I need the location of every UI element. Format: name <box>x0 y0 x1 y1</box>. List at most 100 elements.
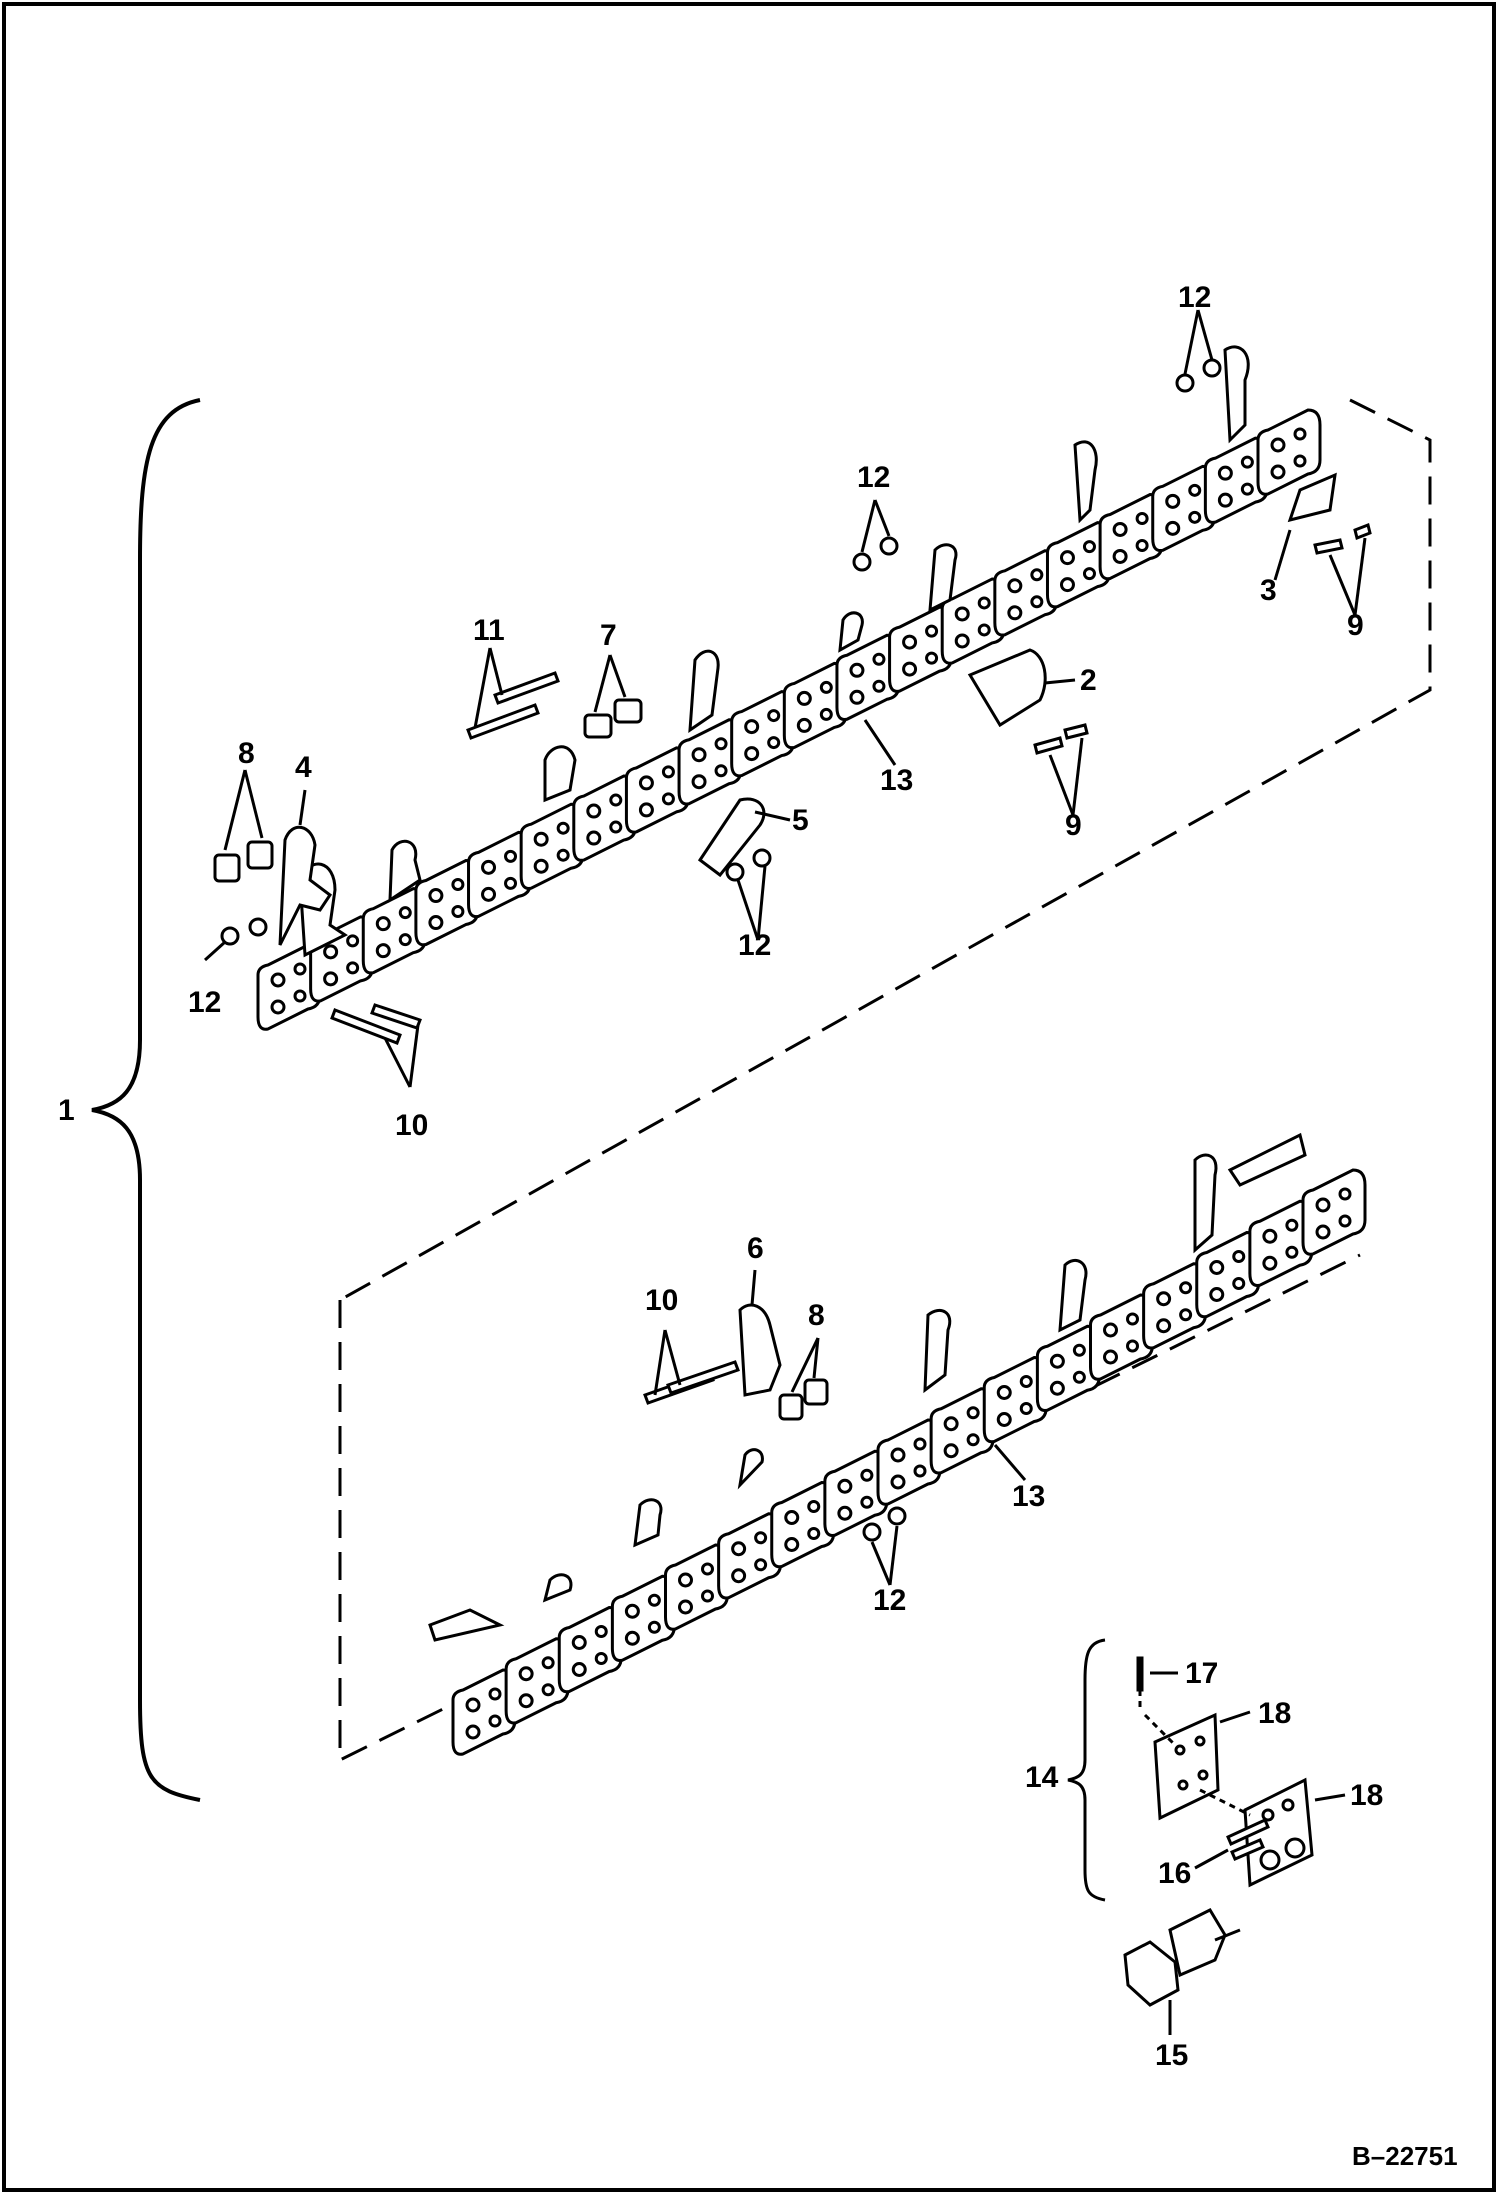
link-hole <box>1217 465 1233 481</box>
bolt-part-9 <box>1313 538 1344 555</box>
link-hole <box>1007 578 1023 594</box>
link-hole <box>837 1505 853 1521</box>
link-hole <box>1209 1287 1225 1302</box>
link-hole <box>1285 1245 1299 1259</box>
callout-3: 3 <box>1260 574 1277 607</box>
link-hole <box>346 961 360 975</box>
link-hole <box>678 1572 693 1588</box>
link-hole <box>533 858 549 874</box>
link-hole <box>375 943 391 959</box>
link-hole <box>1262 1228 1278 1244</box>
link-hole <box>647 1593 661 1607</box>
callout-13-upper: 13 <box>880 764 913 797</box>
link-hole <box>481 859 497 875</box>
lower-tooth <box>1058 1259 1088 1333</box>
link-hole <box>1293 454 1307 468</box>
link-hole <box>504 849 518 863</box>
link-hole <box>1270 437 1286 453</box>
callout-12-left: 12 <box>188 986 221 1019</box>
link-hole <box>1072 1343 1086 1357</box>
upper-chain-link <box>1256 408 1322 496</box>
upper-tooth <box>688 649 720 733</box>
kit-leader-dashed <box>1143 1713 1177 1747</box>
callout-17: 17 <box>1185 1657 1218 1690</box>
link-hole <box>1049 1353 1065 1369</box>
nut-part-12 <box>220 926 240 946</box>
link-hole <box>890 1474 906 1490</box>
link-hole <box>872 679 886 693</box>
link-hole <box>714 764 728 778</box>
link-hole <box>701 1589 714 1603</box>
pin-part-8 <box>246 840 274 870</box>
link-hole <box>1217 492 1233 508</box>
link-hole <box>1030 568 1044 582</box>
link-hole <box>925 624 939 638</box>
upper-chain <box>256 345 1322 1031</box>
link-hole <box>954 606 970 622</box>
link-hole <box>1059 550 1075 566</box>
bolt-part-9 <box>1063 723 1089 740</box>
nut-part-12 <box>852 552 872 572</box>
callout-16: 16 <box>1158 1857 1191 1890</box>
link-hole <box>913 1464 927 1478</box>
link-hole <box>1232 1250 1246 1263</box>
link-hole <box>925 651 939 665</box>
link-hole <box>323 971 339 987</box>
link-hole <box>293 962 307 976</box>
link-hole <box>819 680 833 694</box>
link-hole <box>1293 427 1307 441</box>
link-hole <box>784 1510 800 1525</box>
link-hole <box>1082 540 1096 554</box>
link-hole <box>488 1714 502 1728</box>
link-hole <box>594 1652 608 1665</box>
link-hole <box>754 1531 768 1545</box>
link-hole <box>1179 1281 1193 1295</box>
link-hole <box>849 689 865 705</box>
link-hole <box>807 1500 821 1513</box>
link-hole <box>398 906 412 920</box>
link-hole <box>428 888 444 904</box>
callouts: 1 2 3 4 5 6 7 8 8 9 9 10 10 11 12 12 12 … <box>58 281 1383 2072</box>
spacer-part-7 <box>583 713 613 739</box>
link-hole <box>1135 538 1149 552</box>
callout-1: 1 <box>58 1094 75 1127</box>
link-hole <box>586 803 602 819</box>
clip-part-3 <box>1287 472 1337 523</box>
link-hole <box>1103 1322 1118 1338</box>
link-hole <box>609 793 623 807</box>
upper-envelope-dashed <box>339 398 1432 1302</box>
link-hole <box>966 1406 980 1420</box>
link-hole <box>556 821 570 835</box>
link-hole <box>609 820 623 834</box>
link-hole <box>1338 1187 1352 1201</box>
bolt-part-9 <box>1353 522 1372 541</box>
figure-reference: B–22751 <box>1352 2141 1458 2171</box>
link-hole <box>966 1433 980 1447</box>
link-hole <box>571 1662 587 1677</box>
link-hole <box>346 934 360 948</box>
upper-tooth <box>838 611 864 653</box>
callout-12-lower: 12 <box>873 1584 906 1617</box>
callout-6: 6 <box>747 1232 764 1265</box>
link-hole <box>661 792 675 806</box>
leader-lines <box>203 309 1367 2035</box>
lower-tooth <box>737 1448 764 1490</box>
link-hole <box>744 719 760 735</box>
link-hole <box>731 1541 747 1557</box>
link-hole <box>714 737 728 751</box>
callout-18-right: 18 <box>1350 1779 1383 1812</box>
link-hole <box>1072 1370 1086 1384</box>
lower-tooth <box>633 1498 663 1548</box>
link-hole <box>678 1599 693 1615</box>
link-hole <box>1103 1349 1118 1365</box>
nut-part-12 <box>887 1506 907 1526</box>
kit-brace <box>1067 1638 1106 1902</box>
link-hole <box>796 690 812 706</box>
callout-9-middle: 9 <box>1065 809 1082 842</box>
link-hole <box>819 707 833 721</box>
lower-tooth <box>1227 1132 1307 1187</box>
link-hole <box>1338 1214 1352 1228</box>
link-hole <box>1179 1308 1193 1322</box>
